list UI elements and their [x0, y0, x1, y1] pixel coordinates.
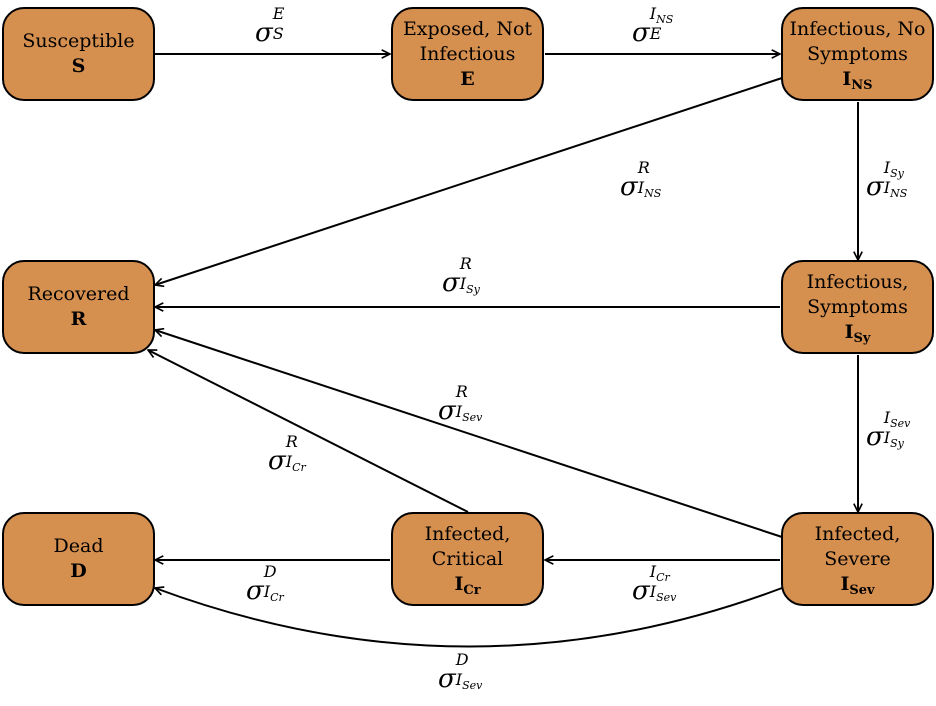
node-recovered: Recovered R [2, 260, 155, 354]
rate-isev-to-d: σ D ISev [438, 650, 483, 694]
rate-icr-to-d: σ D ICr [246, 562, 284, 606]
node-symbol: R [70, 308, 87, 330]
rate-isev-to-icr: σ ICr ISev [632, 562, 677, 606]
node-infected-severe: Infected, Severe ISev [781, 512, 934, 606]
node-symbol: ISev [840, 572, 875, 598]
node-label: Exposed, Not Infectious [402, 17, 533, 65]
node-symbol: E [460, 67, 475, 90]
node-label: Infected, Severe [814, 522, 901, 570]
node-symbol: S [71, 55, 86, 77]
node-label: Infectious, No Symptoms [789, 17, 926, 65]
node-infectious-symptoms: Infectious, Symptoms ISy [781, 260, 934, 354]
node-susceptible: Susceptible S [2, 7, 155, 101]
rate-ins-to-isy: σ ISy INS [866, 158, 908, 202]
node-symbol: ICr [454, 572, 481, 598]
rate-icr-to-r: σ R ICr [268, 432, 306, 476]
node-label: Infected, Critical [424, 522, 511, 570]
node-label: Dead [53, 535, 104, 557]
node-infectious-no-symptoms: Infectious, No Symptoms INS [781, 7, 934, 101]
node-label: Susceptible [22, 30, 135, 52]
node-exposed: Exposed, Not Infectious E [391, 7, 544, 101]
node-symbol: INS [842, 67, 873, 93]
arrow-isev-to-r [155, 330, 783, 538]
node-symbol: ISy [844, 320, 871, 346]
arrow-isev-to-d [155, 588, 783, 648]
node-label: Recovered [27, 283, 130, 305]
node-infected-critical: Infected, Critical ICr [391, 512, 544, 606]
arrow-icr-to-r [148, 349, 469, 513]
rate-isy-to-r: σ R ISy [442, 254, 480, 298]
node-dead: Dead D [2, 512, 155, 606]
node-symbol: D [70, 560, 87, 582]
arrow-ins-to-r [155, 77, 783, 285]
rate-ins-to-r: σ R INS [620, 158, 662, 202]
rate-isev-to-r: σ R ISev [438, 382, 483, 426]
node-label: Infectious, Symptoms [806, 270, 909, 318]
rate-e-to-ins: σ INS E [632, 4, 674, 48]
rate-s-to-e: σ E S [255, 4, 285, 48]
rate-isy-to-isev: σ ISev ISy [866, 408, 911, 452]
